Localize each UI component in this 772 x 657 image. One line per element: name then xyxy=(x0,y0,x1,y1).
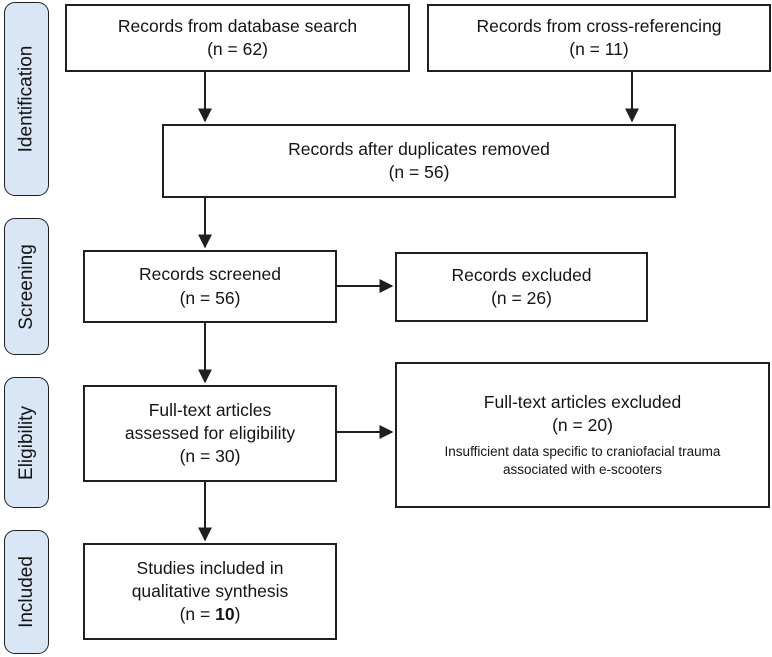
box-title: Records from database search xyxy=(117,15,358,36)
box-title: Studies included in xyxy=(136,557,284,578)
box-studies-included: Studies included in qualitative synthesi… xyxy=(83,543,337,640)
stage-label-text: Screening xyxy=(15,243,37,330)
box-count: (n = 56) xyxy=(179,287,241,308)
box-title: Records excluded xyxy=(451,264,592,285)
box-fulltext-excluded: Full-text articles excluded (n = 20) Ins… xyxy=(395,362,770,508)
count-suffix: ) xyxy=(234,604,241,625)
stage-label-included: Included xyxy=(4,530,49,654)
box-count: (n = 20) xyxy=(552,415,613,436)
box-count: (n = 62) xyxy=(207,39,268,59)
box-title-line2: qualitative synthesis xyxy=(131,580,289,601)
stage-label-text: Eligibility xyxy=(15,405,37,480)
box-count: (n = 30) xyxy=(179,446,241,467)
box-records-cross-referencing: Records from cross-referencing (n = 11) xyxy=(427,4,771,72)
box-title: Records screened xyxy=(138,264,282,285)
box-count: (n = 10) xyxy=(180,603,241,626)
exclusion-reason-note: Insufficient data specific to craniofaci… xyxy=(444,444,721,478)
stage-label-identification: Identification xyxy=(4,2,49,196)
box-title: Records after duplicates removed xyxy=(288,138,550,159)
stage-label-text: Included xyxy=(15,556,37,628)
box-records-screened: Records screened (n = 56) xyxy=(83,250,337,323)
stage-label-eligibility: Eligibility xyxy=(4,377,49,508)
box-count: (n = 56) xyxy=(388,162,450,182)
box-title-line2: assessed for eligibility xyxy=(124,422,296,443)
box-title: Full-text articles xyxy=(148,399,272,420)
box-records-after-duplicates-removed: Records after duplicates removed (n = 56… xyxy=(162,124,676,198)
box-title: Full-text articles excluded xyxy=(483,392,682,413)
count-prefix: (n = xyxy=(179,604,216,625)
box-records-database-search: Records from database search (n = 62) xyxy=(65,4,410,72)
stage-label-text: Identification xyxy=(15,45,37,153)
box-count: (n = 11) xyxy=(569,39,629,59)
stage-label-screening: Screening xyxy=(4,218,49,355)
box-count: (n = 26) xyxy=(491,288,552,308)
count-value-bold: 10 xyxy=(215,604,235,625)
box-title: Records from cross-referencing xyxy=(476,15,722,36)
box-fulltext-assessed: Full-text articles assessed for eligibil… xyxy=(83,385,337,482)
box-records-excluded: Records excluded (n = 26) xyxy=(395,252,648,322)
